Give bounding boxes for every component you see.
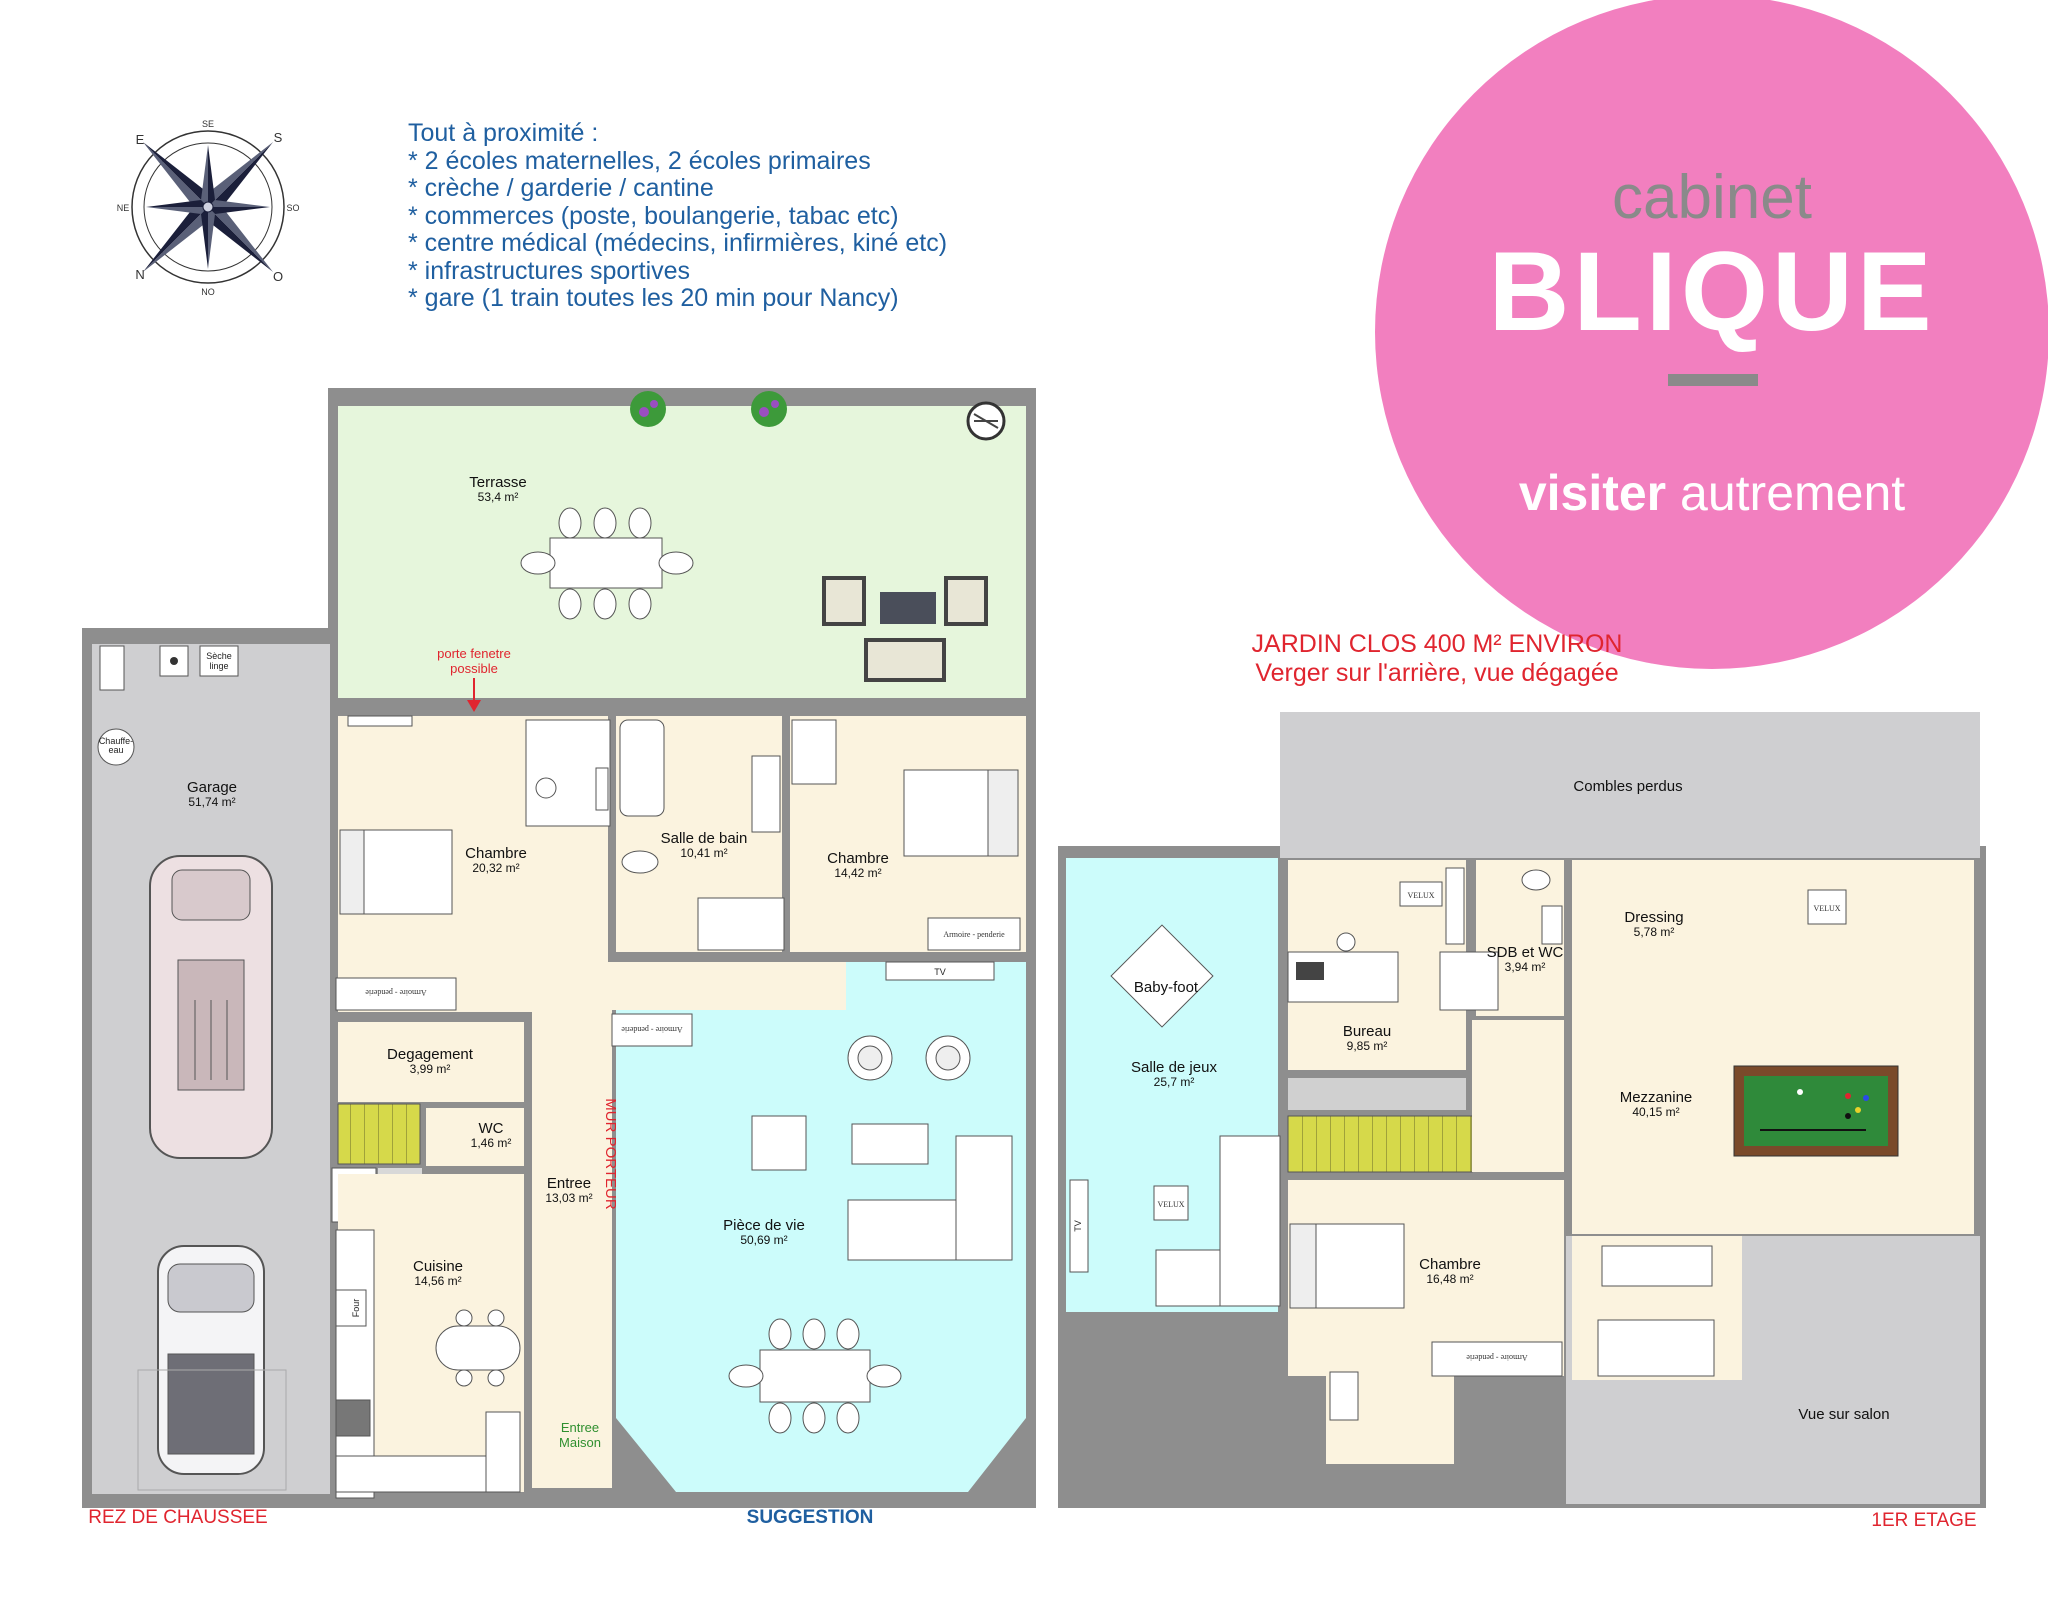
armoire-label: Armoire - penderie [365,988,427,997]
compass-so: SO [286,203,299,213]
wall-note: MUR PORTEUR [602,1098,619,1210]
wc-name: WC [479,1120,504,1137]
logo-circle [1375,0,2048,669]
plant-icon [751,391,787,427]
entree-name: Entree [547,1175,591,1192]
ground-floor-label: REZ DE CHAUSSEE [88,1507,267,1528]
suggestion-label: SUGGESTION [747,1507,874,1528]
logo-tagline: visiter autrement [1519,465,1905,521]
proximity-item: * gare (1 train toutes les 20 min pour N… [408,284,899,312]
stairs [1287,1115,1473,1173]
combles-area [1280,712,1980,858]
proximity-item: * 2 écoles maternelles, 2 écoles primair… [408,146,871,175]
tv-label: TV [1073,1220,1083,1232]
proximity-item: * centre médical (médecins, infirmières,… [408,229,948,257]
compass-ne: NE [117,203,130,213]
wc-area-text: 1,46 m² [471,1136,512,1150]
velux-label: VELUX [1407,891,1434,900]
chambre-etage-name: Chambre [1419,1256,1481,1273]
chambre-etage-area-text: 16,48 m² [1426,1272,1473,1286]
vue-salon-name: Vue sur salon [1798,1406,1889,1423]
arrow-down-icon [467,700,481,712]
combles-name: Combles perdus [1573,778,1682,795]
compass-o: O [273,269,283,284]
piece-de-vie-name: Pièce de vie [723,1217,805,1234]
compass-n: N [135,267,144,282]
logo-bar [1668,374,1758,386]
garden-line1: JARDIN CLOS 400 M² ENVIRON [1252,630,1623,658]
compass-e: E [136,132,145,147]
mezzanine-area-text: 40,15 m² [1632,1105,1679,1119]
logo-tagline-light: autrement [1680,465,1905,521]
car-icon [149,855,273,1159]
terrasse-area-text: 53,4 m² [478,490,519,504]
chambre1-area-text: 20,32 m² [472,861,519,875]
babyfoot-label: Baby-foot [1134,979,1199,996]
bureau-name: Bureau [1343,1023,1391,1040]
proximity-item: * commerces (poste, boulangerie, tabac e… [408,201,899,230]
velux-label: VELUX [1157,1200,1184,1209]
salle-de-jeux-area-text: 25,7 m² [1154,1075,1195,1089]
logo-tagline-bold: visiter [1519,465,1666,521]
mezzanine-name: Mezzanine [1620,1089,1693,1106]
proximity-item: * infrastructures sportives [408,256,691,285]
compass-no: NO [201,287,215,297]
piece-de-vie-area [616,962,1026,1492]
cuisine-name: Cuisine [413,1258,463,1275]
terrasse-name: Terrasse [469,474,527,491]
piece-de-vie-area-text: 50,69 m² [740,1233,787,1247]
entree-area [532,1010,612,1488]
degagement-name: Degagement [387,1046,474,1063]
sdb-area-text: 10,41 m² [680,846,727,860]
cuisine-area-text: 14,56 m² [414,1274,461,1288]
chambre2-area-text: 14,42 m² [834,866,881,880]
logo-line2: BLIQUE [1488,229,1935,354]
sdb-wc-name: SDB et WC [1487,944,1564,961]
first-floor-label: 1ER ETAGE [1871,1510,1976,1531]
garage-area-text: 51,74 m² [188,795,235,809]
velux-label: VELUX [1813,904,1840,913]
dressing-name: Dressing [1624,909,1683,926]
garden-line2: Verger sur l'arrière, vue dégagée [1255,659,1618,687]
stairs [337,1103,421,1165]
chauffe-eau [97,728,135,766]
compass-se: SE [202,119,214,129]
four-label: Four [351,1299,361,1318]
entree-area-text: 13,03 m² [545,1191,592,1205]
chambre2-name: Chambre [827,850,889,867]
logo-line1: cabinet [1612,163,1812,232]
wc-area [426,1108,524,1166]
chambre1-name: Chambre [465,845,527,862]
sdb-wc-area-text: 3,94 m² [1505,960,1546,974]
dressing-area-text: 5,78 m² [1634,925,1675,939]
cabinet-blique-logo: cabinet BLIQUE visiter autrement [1375,0,2048,669]
car-icon [157,1245,265,1475]
armoire-label: Armoire - penderie [621,1025,683,1034]
compass-rose: N S E O NE SO SE NO [117,119,300,297]
bureau-area-text: 9,85 m² [1347,1039,1388,1053]
armoire-label: Armoire - penderie [943,930,1005,939]
tv-label: TV [934,967,946,977]
proximity-item: * crèche / garderie / cantine [408,174,714,202]
garage-name: Garage [187,779,237,796]
proximity-notes: Tout à proximité : * 2 écoles maternelle… [408,119,948,313]
proximity-heading: Tout à proximité : [408,119,599,147]
sdb-name: Salle de bain [661,830,748,847]
chauffe-eau-label: Chauffe-eau [99,736,133,755]
billiard-table-icon [1733,1065,1899,1157]
degagement-area-text: 3,99 m² [410,1062,451,1076]
salle-de-jeux-name: Salle de jeux [1131,1059,1217,1076]
degagement-area [338,1022,524,1102]
compass-s: S [274,130,283,145]
first-floor-plan: Baby-foot TV VELUX VELUX VELUX Armoire -… [1058,712,1986,1531]
armoire-label: Armoire - penderie [1466,1353,1528,1362]
